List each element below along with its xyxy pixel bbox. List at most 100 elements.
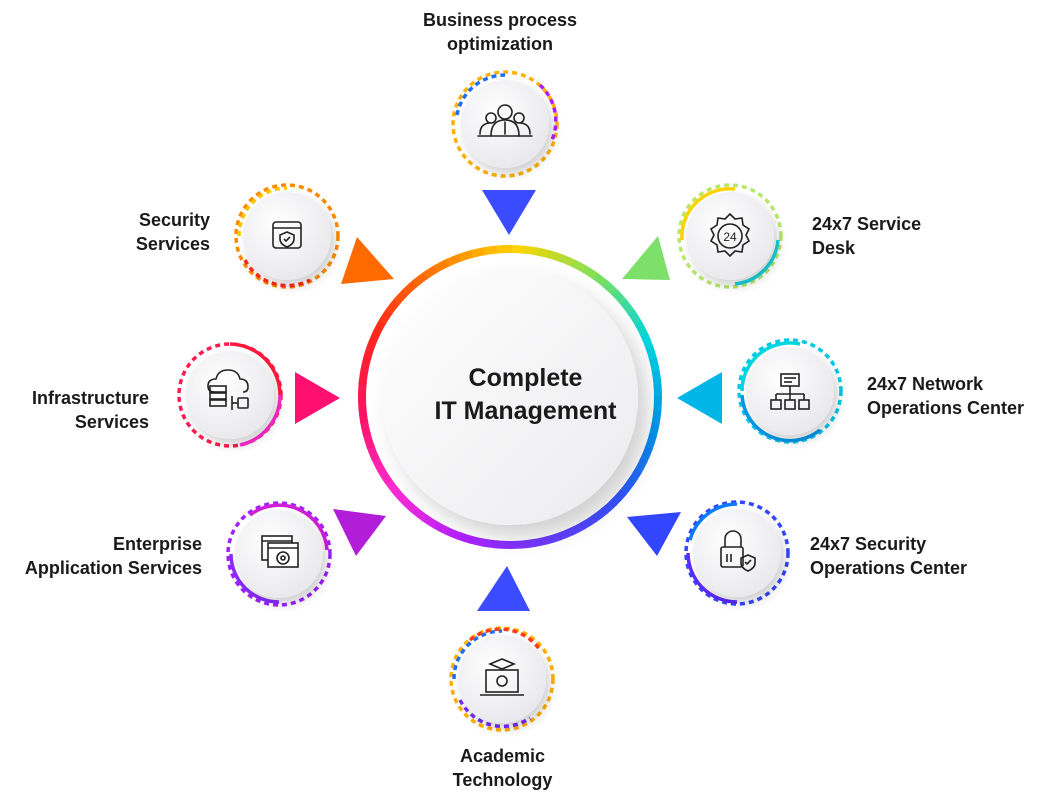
node-disc <box>458 635 546 723</box>
ring-segment <box>494 540 511 549</box>
node-noc <box>737 338 843 444</box>
ring-segment <box>557 527 575 541</box>
node-ring-accent <box>248 503 329 551</box>
node-ring-accent <box>243 259 311 288</box>
node-ring-accent <box>229 553 280 604</box>
node-ring-accent <box>452 629 503 680</box>
label-enterprise: Enterprise Application Services <box>24 534 202 578</box>
node-ring-accent <box>680 186 736 241</box>
node-ring-accent <box>538 83 558 141</box>
ring-segment <box>580 514 598 530</box>
node-disc <box>243 192 331 280</box>
svg-text:24: 24 <box>723 230 737 244</box>
ring-segment <box>619 479 635 497</box>
ring-segment <box>634 321 649 338</box>
team-icon <box>477 104 533 137</box>
ring-segment <box>385 297 401 315</box>
node-ring <box>737 338 843 444</box>
ring-segment <box>432 520 450 535</box>
ring-segment <box>367 330 381 348</box>
node-ring <box>684 500 790 606</box>
ring-segment <box>639 446 653 464</box>
center-title: Complete IT Management <box>434 364 617 425</box>
ring-segment <box>627 309 643 327</box>
label-service-desk: 24x7 Service Desk <box>812 214 922 258</box>
ring-segment <box>601 498 618 515</box>
ring-segment <box>421 513 439 529</box>
arrow-infrastructure <box>295 372 340 424</box>
node-ring-accent <box>688 502 738 541</box>
node-disc <box>686 192 774 280</box>
ring-segment <box>458 249 475 262</box>
arrow-security <box>341 237 394 284</box>
ring-segment <box>483 245 500 256</box>
ring-segment <box>645 345 658 362</box>
node-ring-accent <box>458 699 531 729</box>
node-ring <box>234 183 340 289</box>
ring-segment <box>610 489 627 506</box>
arrow-soc <box>627 512 681 556</box>
label-soc: 24x7 Security Operations Center <box>810 534 968 578</box>
label-business: Business process optimization <box>422 10 578 54</box>
arrow-enterprise <box>333 509 386 556</box>
node-disc <box>693 509 781 597</box>
node-ring-accent <box>740 394 822 443</box>
ring-segment <box>445 253 463 267</box>
ring-segment <box>633 457 648 475</box>
node-disc <box>186 351 274 439</box>
center-rainbow-ring <box>358 245 662 549</box>
ring-segment <box>591 507 608 523</box>
arrow-business <box>482 190 536 235</box>
arrow-service-desk <box>622 236 670 280</box>
node-ring <box>449 626 555 732</box>
arrow-academic <box>477 566 530 611</box>
label-infrastructure: Infrastructure Services <box>31 388 149 432</box>
ring-segment <box>481 538 498 549</box>
ring-segment <box>644 434 657 451</box>
ring-segment <box>378 308 394 326</box>
node-academic <box>449 626 555 732</box>
ring-segment <box>520 538 537 549</box>
node-ring-accent <box>239 394 282 447</box>
node-security <box>234 183 340 289</box>
ring-segment <box>508 540 524 549</box>
node-ring <box>677 183 783 289</box>
shield-check-window-icon <box>272 221 302 249</box>
node-ring-accent <box>686 552 738 604</box>
ring-segment <box>468 535 486 547</box>
label-academic: Academic Technology <box>452 746 553 790</box>
ring-segment <box>640 332 654 350</box>
label-security: Security Services <box>135 210 210 254</box>
ring-segment <box>611 289 628 306</box>
ring-segment <box>384 478 400 495</box>
node-ring-accent <box>229 342 282 396</box>
ring-segment <box>534 247 552 259</box>
ring-segment <box>362 432 375 449</box>
24-hour-icon: 24 <box>709 212 751 258</box>
ring-segment <box>602 280 619 297</box>
ring-segment <box>522 245 539 256</box>
ring-segment <box>402 279 419 296</box>
ring-segment <box>547 250 564 263</box>
ring-segment <box>545 532 562 545</box>
node-business <box>451 70 559 178</box>
ring-segment <box>372 319 387 337</box>
ring-segment <box>620 299 636 316</box>
ring-segment <box>443 526 461 540</box>
node-ring-accent <box>734 239 780 286</box>
node-ring-accent <box>468 627 542 652</box>
padlock-shield-icon <box>720 530 756 572</box>
ring-segment <box>570 259 588 274</box>
ring-segment <box>470 246 487 258</box>
node-service-desk: 24 <box>677 183 783 289</box>
ring-segment <box>559 254 577 268</box>
ring-segment <box>366 444 380 462</box>
ring-segment <box>456 531 473 544</box>
node-ring-accent <box>237 186 288 237</box>
arrow-noc <box>677 372 722 424</box>
ring-segment <box>392 488 409 505</box>
ring-segment <box>569 521 586 536</box>
ring-segment <box>371 456 386 473</box>
